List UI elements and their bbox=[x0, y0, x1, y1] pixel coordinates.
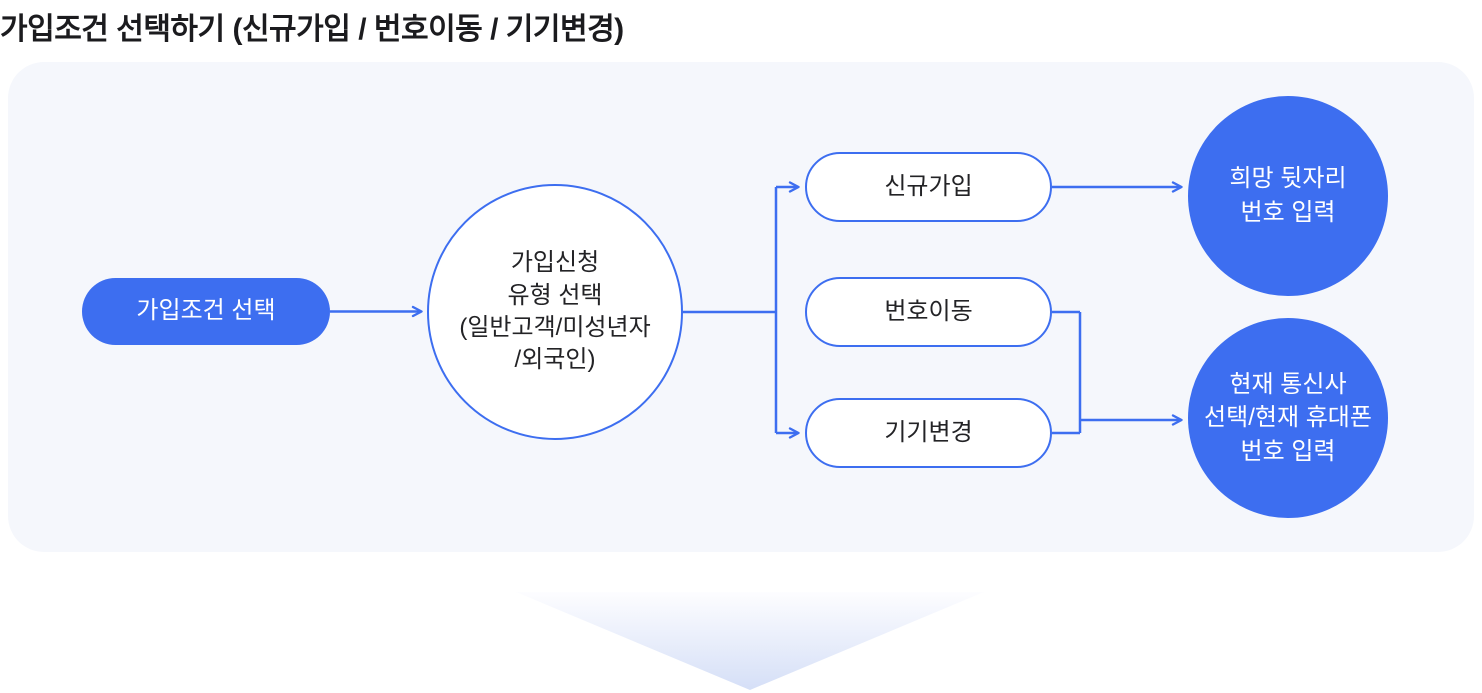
option-pill-number-port: 번호이동 bbox=[805, 277, 1052, 347]
result-circle-current-carrier: 현재 통신사 선택/현재 휴대폰 번호 입력 bbox=[1188, 318, 1388, 518]
option-pill-device-change: 기기변경 bbox=[805, 398, 1052, 468]
type-select-line-2: 유형 선택 bbox=[507, 281, 603, 309]
result-bottom-line-3: 번호 입력 bbox=[1240, 437, 1336, 465]
start-pill-label: 가입조건 선택 bbox=[136, 297, 276, 325]
type-select-line-3: (일반고객/미성년자 bbox=[459, 314, 651, 341]
start-pill: 가입조건 선택 bbox=[82, 278, 330, 345]
type-select-line-1: 가입신청 bbox=[510, 249, 600, 277]
page-title: 가입조건 선택하기 (신규가입 / 번호이동 / 기기변경) bbox=[0, 13, 624, 46]
down-arrow-shape bbox=[516, 592, 984, 690]
option-pill-new-subscription: 신규가입 bbox=[805, 152, 1052, 222]
result-bottom-line-1: 현재 통신사 bbox=[1229, 370, 1347, 398]
result-bottom-line-2: 선택/현재 휴대폰 bbox=[1204, 404, 1372, 432]
result-top-line-1: 희망 뒷자리 bbox=[1229, 165, 1347, 193]
option-new-label: 신규가입 bbox=[884, 172, 973, 200]
result-top-line-2: 번호 입력 bbox=[1240, 199, 1336, 226]
option-device-label: 기기변경 bbox=[884, 418, 973, 446]
option-port-label: 번호이동 bbox=[884, 297, 973, 325]
type-select-circle: 가입신청 유형 선택 (일반고객/미성년자 /외국인) bbox=[427, 184, 683, 440]
result-circle-desired-number: 희망 뒷자리 번호 입력 bbox=[1188, 96, 1388, 296]
type-select-line-4: /외국인) bbox=[514, 346, 596, 374]
